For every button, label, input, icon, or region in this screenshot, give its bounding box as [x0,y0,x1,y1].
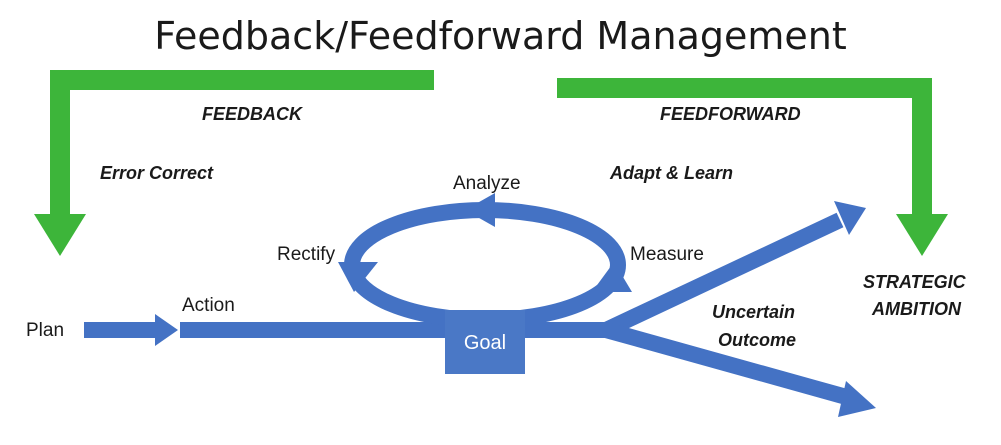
action-line [180,322,610,338]
action-label: Action [182,295,235,316]
feedforward-arrow [557,78,932,220]
strategic-label: STRATEGIC [863,272,966,292]
outcome-label: Outcome [718,330,797,350]
lower-outcome-line [603,322,853,406]
feedforward-arrowhead [896,214,948,256]
cycle-arrowhead-top [465,193,495,227]
adapt-learn-label: Adapt & Learn [610,163,734,183]
analysis-cycle [344,202,626,328]
rectify-label: Rectify [277,244,336,265]
measure-label: Measure [630,244,704,265]
analyze-label: Analyze [453,173,521,194]
plan-label: Plan [26,320,65,341]
cycle-arrowhead-left [338,262,378,292]
ambition-label: AMBITION [872,299,961,319]
cycle-arrowhead-right [592,262,632,292]
lower-outcome-arrowhead [838,381,876,417]
plan-arrow-shaft [84,322,158,338]
uncertain-label: Uncertain [712,302,796,322]
goal-box [445,310,525,374]
feedforward-label: FEEDFORWARD [660,104,801,124]
goal-label: Goal [463,332,507,354]
feedback-arrowhead [34,214,86,256]
upper-outcome-line [602,212,844,338]
feedback-label: FEEDBACK [202,104,303,124]
plan-arrowhead [155,314,178,346]
error-correct-label: Error Correct [100,163,214,183]
page-title: Feedback/Feedforward Management [154,14,847,58]
upper-outcome-arrowhead [834,201,866,235]
feedback-arrow [50,70,434,220]
